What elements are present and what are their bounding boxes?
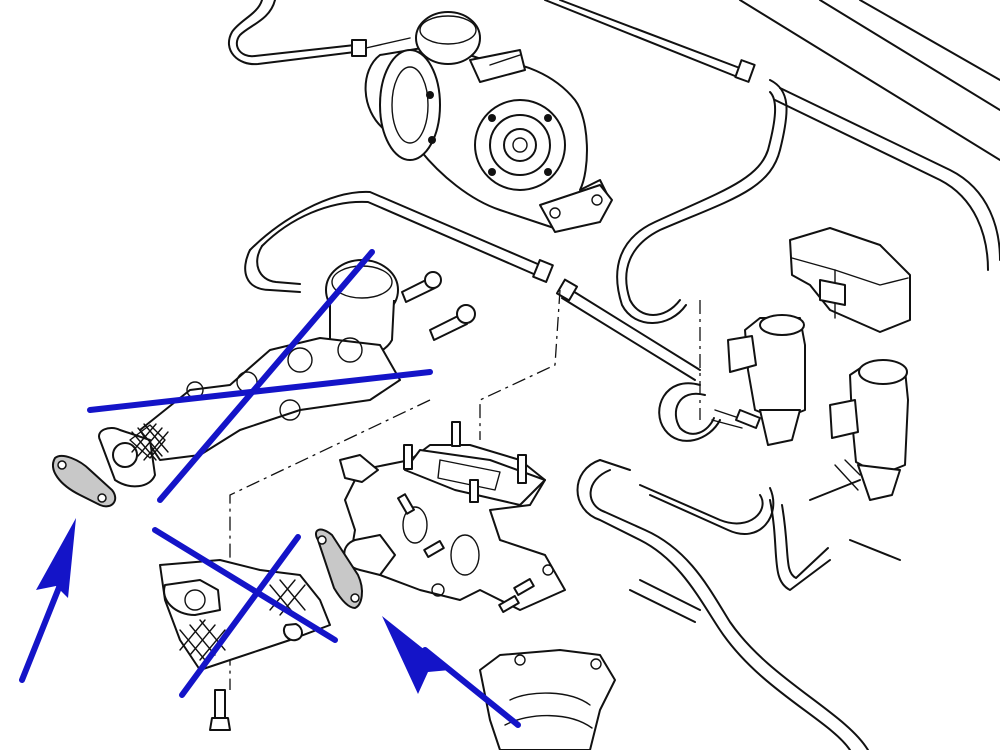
exhaust-manifold xyxy=(98,337,401,488)
intake-manifold xyxy=(339,421,566,613)
annotation-cross-lower xyxy=(152,527,338,698)
cross-line xyxy=(87,369,433,413)
downpipe-flange xyxy=(479,649,616,750)
turbocharger xyxy=(364,11,613,233)
annotation-cross-upper xyxy=(87,249,433,503)
cross-line xyxy=(179,534,301,698)
cross-line xyxy=(157,249,375,503)
vacuum-solenoid-valves xyxy=(711,227,911,501)
annotation-arrow-left xyxy=(19,518,76,683)
manifold-gasket-left xyxy=(52,454,117,508)
annotation-arrow-bottom xyxy=(382,616,521,728)
cross-line xyxy=(152,527,338,643)
vacuum-hoses xyxy=(228,0,1000,750)
manifold-gasket-center xyxy=(314,528,363,610)
